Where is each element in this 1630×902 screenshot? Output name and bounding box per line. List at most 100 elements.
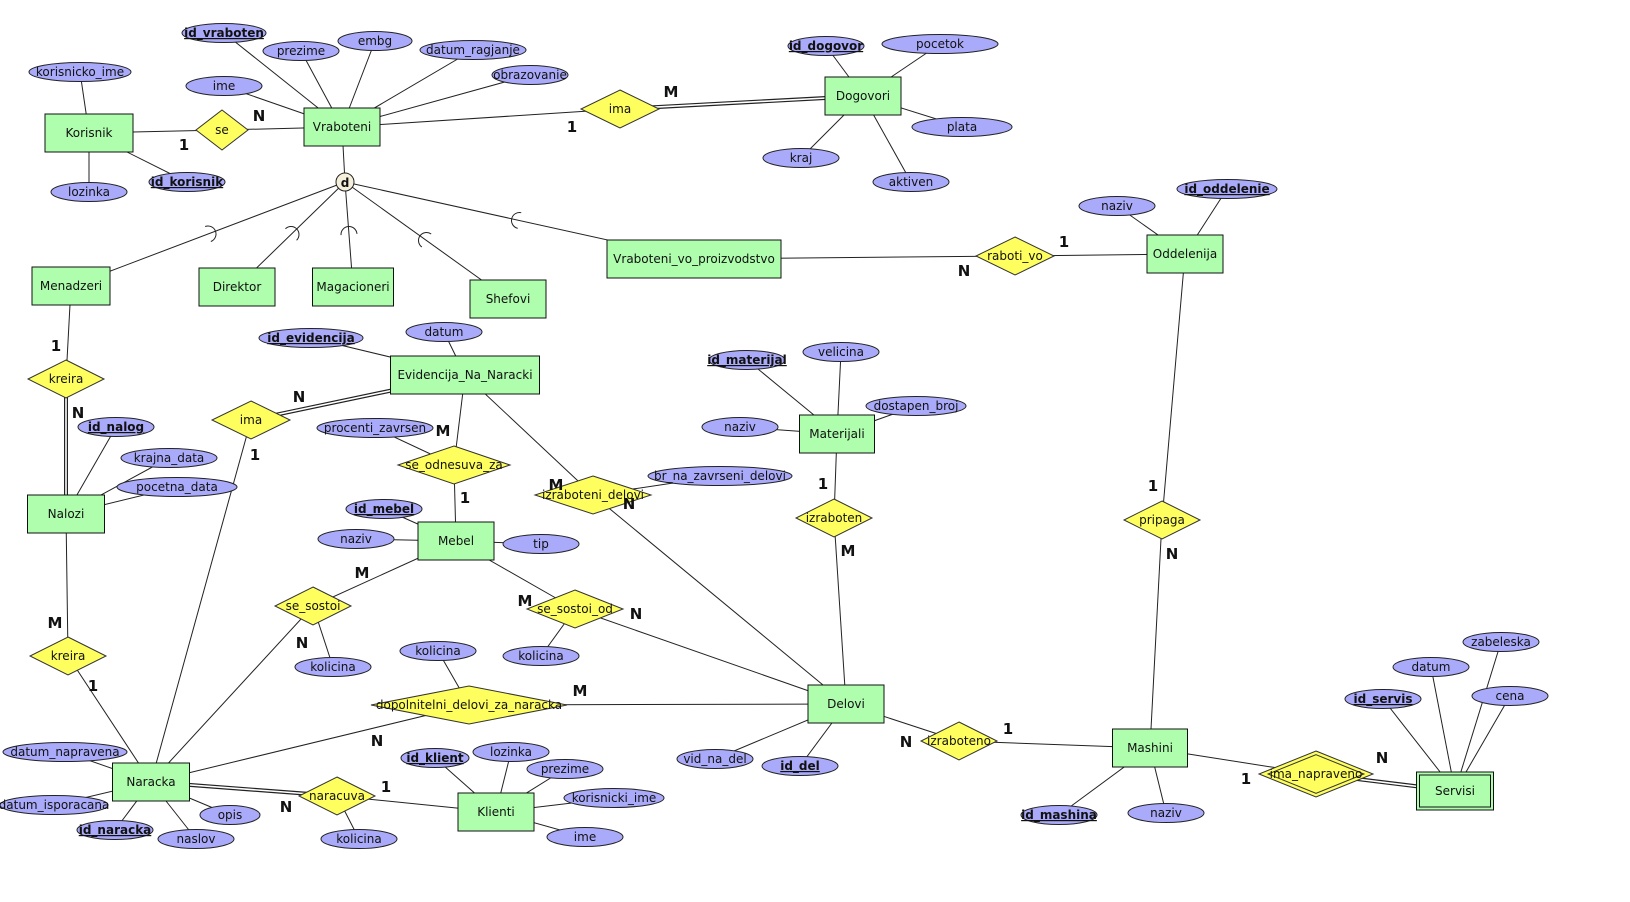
relationship-se_sostoi_od[interactable]: se_sostoi_od	[525, 589, 625, 629]
relationship-dopolnitelni[interactable]: dopolnitelni_delovi_za_naracka	[370, 685, 568, 725]
key-attribute-id_del[interactable]: id_del	[761, 756, 839, 776]
attribute-opis[interactable]: opis	[199, 805, 261, 825]
entity-Mebel[interactable]: Mebel	[417, 521, 495, 561]
attribute-ime_kl[interactable]: ime	[546, 827, 624, 847]
entity-Mashini[interactable]: Mashini	[1112, 728, 1188, 768]
entity-Direktor[interactable]: Direktor	[198, 267, 276, 307]
attribute-cena[interactable]: cena	[1471, 686, 1549, 706]
attribute-dostapen_broj[interactable]: dostapen_broj	[865, 396, 967, 416]
relationship-label: pripaga	[1139, 513, 1185, 527]
cardinality-label: M	[355, 564, 370, 582]
entity-Dogovori[interactable]: Dogovori	[824, 76, 902, 116]
attribute-datum_ragjanje[interactable]: datum_ragjanje	[419, 40, 527, 60]
attribute-kolicina4[interactable]: kolicina	[320, 829, 398, 849]
relationship-izraboteni_delovi[interactable]: izraboteni_delovi	[533, 475, 653, 515]
relationship-izraboteno[interactable]: izraboteno	[919, 721, 999, 761]
cardinality-label: M	[518, 592, 533, 610]
attribute-velicina[interactable]: velicina	[802, 342, 880, 362]
attribute-kolicina1[interactable]: kolicina	[294, 657, 372, 677]
relationship-kreira2[interactable]: kreira	[28, 636, 108, 676]
entity-Evidencija[interactable]: Evidencija_Na_Naracki	[390, 355, 540, 395]
attribute-naziv_mat[interactable]: naziv	[701, 417, 779, 437]
relationship-se_sostoi[interactable]: se_sostoi	[273, 586, 353, 626]
attribute-ime[interactable]: ime	[185, 76, 263, 96]
key-attribute-id_mashina[interactable]: id_mashina	[1020, 805, 1098, 825]
attribute-br_na_zavrseni_delovi[interactable]: br_na_zavrseni_delovi	[647, 466, 793, 486]
entity-Vraboteni[interactable]: Vraboteni	[303, 107, 381, 147]
relationship-ima_napraveno[interactable]: ima_napraveno	[1257, 750, 1375, 798]
attribute-datum_isporacana[interactable]: datum_isporacana	[0, 795, 109, 815]
attribute-kolicina3[interactable]: kolicina	[399, 641, 477, 661]
entity-VVP[interactable]: Vraboteni_vo_proizvodstvo	[606, 239, 782, 279]
attribute-pocetna_data[interactable]: pocetna_data	[116, 477, 238, 497]
attribute-label: datum_ragjanje	[426, 43, 520, 57]
attribute-datum_ev[interactable]: datum	[405, 322, 483, 342]
entity-Menadzeri[interactable]: Menadzeri	[31, 266, 111, 306]
entity-Oddelenija[interactable]: Oddelenija	[1146, 234, 1224, 274]
attribute-label: id_klient	[406, 751, 464, 766]
relationship-ima2[interactable]: ima	[210, 400, 292, 440]
entity-Delovi[interactable]: Delovi	[807, 684, 885, 724]
entity-Klienti[interactable]: Klienti	[457, 792, 535, 832]
relationship-se_odnesuva_za[interactable]: se_odnesuva_za	[396, 445, 512, 485]
relationship-izraboten[interactable]: izraboten	[794, 498, 874, 538]
attribute-vid_na_del[interactable]: vid_na_del	[676, 749, 754, 769]
attribute-naslov[interactable]: naslov	[157, 829, 235, 849]
relationship-label: se_sostoi_od	[537, 602, 613, 616]
attribute-tip[interactable]: tip	[502, 534, 580, 554]
attribute-lozinka[interactable]: lozinka	[50, 182, 128, 202]
entity-Shefovi[interactable]: Shefovi	[469, 279, 547, 319]
attribute-datum_s[interactable]: datum	[1392, 657, 1470, 677]
entity-Korisnik[interactable]: Korisnik	[44, 113, 134, 153]
attribute-korisnicki_ime[interactable]: korisnicki_ime	[563, 788, 665, 808]
attribute-korisnicko_ime[interactable]: korisnicko_ime	[28, 62, 132, 82]
key-attribute-id_mebel[interactable]: id_mebel	[345, 499, 423, 519]
key-attribute-id_korisnik[interactable]: id_korisnik	[148, 172, 226, 192]
key-attribute-id_evidencija[interactable]: id_evidencija	[258, 328, 364, 348]
entity-Nalozi[interactable]: Nalozi	[27, 494, 105, 534]
relationship-kreira1[interactable]: kreira	[26, 359, 106, 399]
relationship-pripaga[interactable]: pripaga	[1122, 500, 1202, 540]
entity-Magacioneri[interactable]: Magacioneri	[312, 267, 394, 307]
attribute-aktiven[interactable]: aktiven	[872, 172, 950, 192]
attribute-zabeleska[interactable]: zabeleska	[1462, 632, 1540, 652]
cardinality-label: N	[72, 404, 85, 422]
relationship-se[interactable]: se	[195, 109, 249, 151]
key-attribute-id_servis[interactable]: id_servis	[1344, 689, 1422, 709]
relationship-raboti_vo[interactable]: raboti_vo	[974, 236, 1056, 276]
attribute-pocetok[interactable]: pocetok	[881, 34, 999, 54]
attribute-kraj[interactable]: kraj	[762, 148, 840, 168]
attribute-label: krajna_data	[134, 451, 205, 465]
key-attribute-id_klient[interactable]: id_klient	[400, 748, 470, 768]
attribute-label: lozinka	[490, 745, 532, 759]
attribute-naziv_meb[interactable]: naziv	[317, 529, 395, 549]
attribute-datum_napravena[interactable]: datum_napravena	[2, 742, 128, 762]
attribute-kolicina2[interactable]: kolicina	[502, 646, 580, 666]
attribute-krajna_data[interactable]: krajna_data	[120, 448, 218, 468]
key-attribute-id_vraboten[interactable]: id_vraboten	[181, 23, 267, 43]
cardinality-label: 1	[88, 677, 98, 695]
key-attribute-id_nalog[interactable]: id_nalog	[77, 417, 155, 437]
key-attribute-id_naracka[interactable]: id_naracka	[76, 820, 154, 840]
key-attribute-id_dogovor[interactable]: id_dogovor	[787, 36, 865, 56]
attribute-embg[interactable]: embg	[337, 31, 413, 51]
entity-label: Oddelenija	[1153, 247, 1217, 261]
attribute-plata[interactable]: plata	[911, 117, 1013, 137]
entity-Materijali[interactable]: Materijali	[799, 414, 875, 454]
attribute-naziv_mash[interactable]: naziv	[1127, 803, 1205, 823]
subset-arc-icon	[418, 232, 432, 248]
relationship-naracuva[interactable]: naracuva	[297, 776, 377, 816]
entity-Naracka[interactable]: Naracka	[112, 762, 190, 802]
attribute-lozinka_kl[interactable]: lozinka	[472, 742, 550, 762]
attribute-obrazovanie[interactable]: obrazovanie	[491, 65, 569, 85]
relationship-ima1[interactable]: ima	[579, 89, 661, 129]
attribute-naziv_odd[interactable]: naziv	[1078, 196, 1156, 216]
attribute-label: pocetok	[916, 37, 964, 51]
entity-Servisi[interactable]: Servisi	[1416, 771, 1494, 811]
key-attribute-id_oddelenie[interactable]: id_oddelenie	[1176, 179, 1278, 199]
attribute-prezime[interactable]: prezime	[262, 41, 340, 61]
attribute-procenti_zavrsen[interactable]: procenti_zavrsen	[316, 418, 434, 438]
attribute-label: dostapen_broj	[874, 399, 959, 413]
attribute-prezime_kl[interactable]: prezime	[526, 759, 604, 779]
key-attribute-id_materijal[interactable]: id_materijal	[707, 350, 787, 370]
